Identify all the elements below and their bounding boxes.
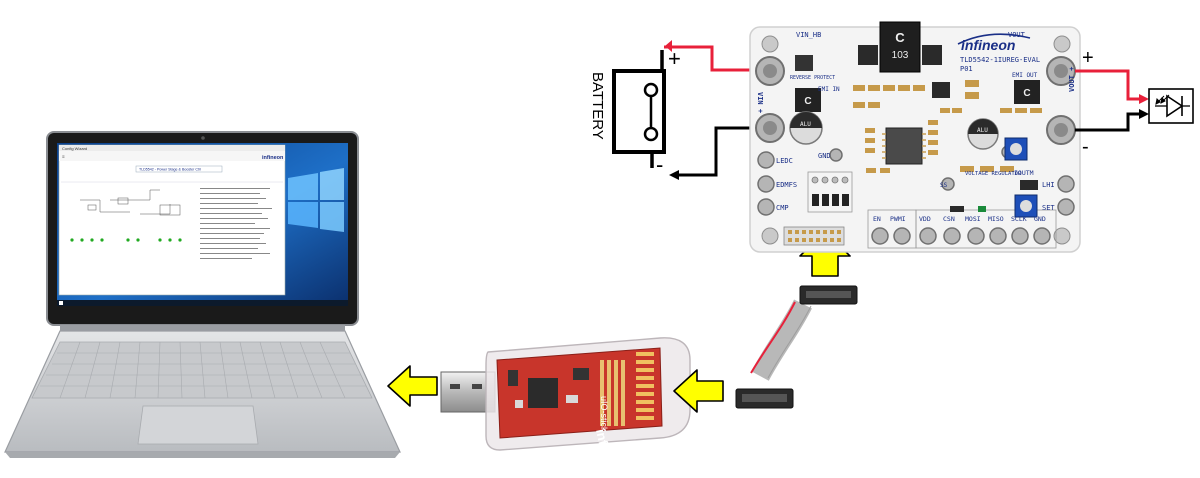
- dongle-chip-label: uIO-stick: [599, 396, 609, 432]
- window-brand-logo: infineon: [262, 155, 284, 161]
- label-pwmi: PWMI: [890, 215, 906, 223]
- window-titlebar: [59, 145, 285, 151]
- board-revision: P01: [960, 65, 973, 73]
- label-vout-side: VOUT +: [1068, 67, 1076, 92]
- laptop: Config Wizard ≡ infineon TLD5542 - Power…: [4, 131, 401, 458]
- jumper-lhi: [1020, 180, 1038, 190]
- inductor-letter: C: [895, 30, 905, 45]
- status-dots: [70, 238, 182, 242]
- window-banner-text: TLD5542 - Power Stage & Booster Ctrl: [139, 168, 201, 172]
- keyboard[interactable]: [31, 341, 373, 399]
- label-ledc: LEDC: [776, 157, 793, 165]
- led-load: [1148, 88, 1194, 124]
- label-edmfs: EDMFS: [776, 181, 797, 189]
- window-title: Config Wizard: [62, 146, 87, 151]
- output-capacitor: [967, 118, 999, 150]
- arrow-to-laptop: [387, 365, 438, 407]
- controller-ic: [885, 127, 923, 165]
- label-vin-hb: VIN_HB: [796, 31, 821, 39]
- start-icon[interactable]: [59, 301, 63, 305]
- svg-text:C: C: [1023, 88, 1030, 99]
- label-cmp: CMP: [776, 204, 789, 212]
- label-miso: MISO: [988, 215, 1004, 223]
- label-set: SET: [1042, 204, 1055, 212]
- load-wires: + -: [1075, 47, 1149, 158]
- label-vout-top: VOUT: [1008, 31, 1026, 39]
- config-wizard-window[interactable]: Config Wizard ≡ infineon TLD5542 - Power…: [58, 144, 286, 296]
- bottom-test-pins: [871, 227, 1051, 245]
- dongle-mcu-chip: [528, 378, 558, 408]
- label-alu-output: ALU: [977, 127, 988, 134]
- led-emission-arrows-icon: [1155, 94, 1170, 105]
- vin-terminals: [755, 56, 785, 143]
- battery: + - BATTERY: [589, 46, 681, 177]
- board-brand-logo: infineon: [961, 37, 1015, 53]
- potentiometers[interactable]: [1004, 137, 1038, 218]
- label-mosi: MOSI: [965, 215, 981, 223]
- ribbon-header: [783, 226, 845, 246]
- load-minus-sign: -: [1082, 136, 1089, 158]
- label-gnd: GND: [818, 152, 831, 160]
- webcam-icon: [201, 136, 205, 140]
- label-sclk: SCLK: [1011, 215, 1027, 223]
- svg-text:C: C: [804, 96, 811, 107]
- arrow-to-board: [799, 230, 851, 277]
- label-en: EN: [873, 215, 881, 223]
- ribbon-cable: [735, 285, 858, 409]
- label-gnd2: GND: [1034, 215, 1046, 223]
- dongle-pcb: [496, 347, 663, 439]
- taskbar[interactable]: [57, 300, 348, 306]
- inductor-value: 103: [892, 50, 909, 61]
- svg-text:≡: ≡: [62, 154, 65, 159]
- output-inductor: [1014, 80, 1040, 104]
- usb-dongle: uIO-stick infineon: [440, 337, 691, 478]
- label-emi-in: EMI IN: [818, 86, 840, 93]
- main-inductor: [879, 21, 921, 73]
- battery-label: BATTERY: [589, 72, 606, 140]
- label-reverse-protect: REVERSE PROTECT: [790, 75, 835, 81]
- header-pins: [636, 352, 654, 420]
- board-part-number: TLD5542-1IUREG-EVAL: [960, 56, 1040, 64]
- arrow-to-dongle: [673, 369, 724, 413]
- battery-plus-sign: +: [668, 46, 681, 71]
- label-voltage-regulator: VOLTAGE REGULATOR: [965, 171, 1022, 177]
- label-emi-out: EMI OUT: [1012, 72, 1038, 79]
- input-inductor: [795, 88, 821, 112]
- mosfets: [858, 45, 950, 98]
- battery-body: [612, 69, 666, 154]
- label-alu-input: ALU: [800, 121, 811, 128]
- jumper-cluster: [807, 171, 853, 213]
- label-vin-side: VIN +: [756, 92, 764, 113]
- label-csn: CSN: [943, 215, 955, 223]
- label-lhi: LHI: [1042, 181, 1055, 189]
- label-ss: SS: [940, 182, 948, 189]
- window-banner: [135, 165, 223, 173]
- input-capacitor: [789, 111, 823, 145]
- label-vdd: VDD: [919, 215, 931, 223]
- battery-wires: [664, 40, 760, 180]
- reverse-protect-chip: [795, 55, 813, 71]
- touchpad[interactable]: [137, 405, 259, 445]
- windows-logo-icon: [288, 168, 344, 232]
- label-ioutm: IOUTM: [1014, 169, 1034, 177]
- eval-board: C 103 C C: [749, 21, 1081, 253]
- load-plus-sign: +: [1082, 47, 1094, 69]
- smd-pads: [853, 80, 1042, 173]
- battery-minus-sign: -: [656, 152, 663, 177]
